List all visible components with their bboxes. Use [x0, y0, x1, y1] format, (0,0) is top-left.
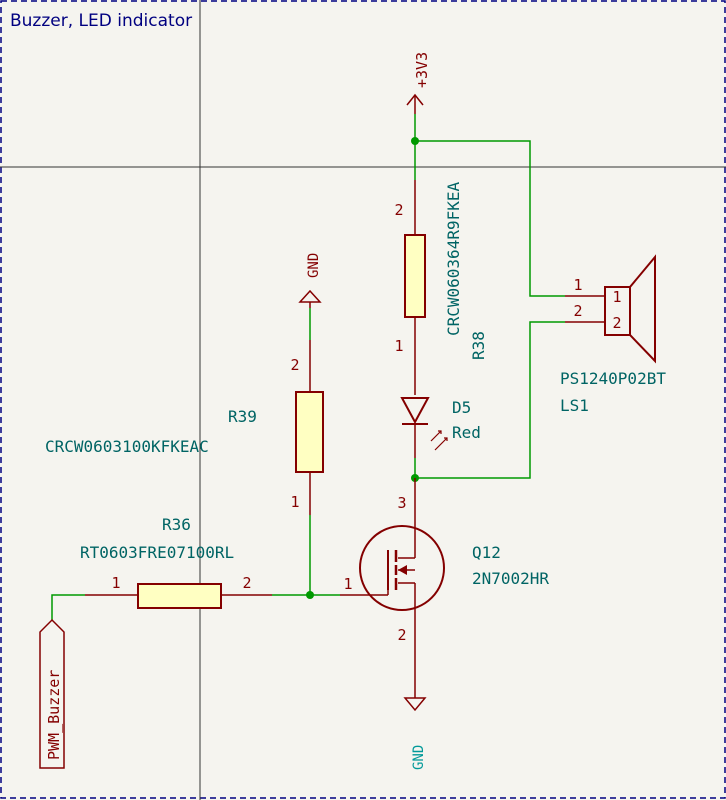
led-d5[interactable]: D5 Red	[400, 397, 481, 458]
power-symbol-gnd-q12[interactable]: GND	[403, 697, 427, 770]
junction-dot	[306, 591, 314, 599]
r39-pin-bottom: 1	[290, 493, 299, 511]
q12-ref: Q12	[472, 543, 501, 562]
wire-pwm-to-r36[interactable]	[51, 594, 85, 620]
ls1-pin1-inner: 1	[612, 288, 621, 306]
mosfet-q12[interactable]: 3 1 2 Q12 2N7002HR	[340, 478, 549, 698]
r38-pin-bottom: 1	[394, 337, 403, 355]
wire-drain-to-ls1[interactable]	[415, 321, 565, 479]
d5-ref: D5	[452, 398, 471, 417]
ls1-pin1: 1	[573, 276, 582, 294]
wire-vcc-to-ls1[interactable]	[415, 140, 565, 297]
power-label-3v3: +3V3	[413, 52, 431, 88]
ls1-pin2-inner: 2	[612, 314, 621, 332]
r38-ref: R38	[469, 331, 488, 360]
q12-pin-gate: 1	[343, 575, 352, 593]
r36-pin-left: 1	[111, 574, 120, 592]
r39-value: CRCW0603100KFKEAC	[45, 437, 209, 456]
junction-dot	[411, 137, 419, 145]
ls1-value: PS1240P02BT	[560, 369, 666, 388]
net-label-pwm-buzzer[interactable]: PWM_Buzzer	[39, 618, 65, 769]
pwm-buzzer-label: PWM_Buzzer	[45, 670, 63, 760]
r38-pin-top: 2	[394, 201, 403, 219]
sheet-title: Buzzer, LED indicator	[10, 11, 192, 31]
power-label-gnd-q12: GND	[411, 745, 427, 770]
power-symbol-3v3[interactable]: +3V3	[406, 52, 431, 114]
q12-value: 2N7002HR	[472, 569, 549, 588]
r36-value: RT0603FRE07100RL	[80, 543, 234, 562]
r36-ref: R36	[162, 515, 191, 534]
q12-pin-source: 2	[397, 626, 406, 644]
q12-pin-drain: 3	[397, 494, 406, 512]
d5-value: Red	[452, 423, 481, 442]
power-symbol-gnd-r39[interactable]: GND	[298, 253, 322, 308]
speaker-ls1[interactable]: 1 2 1 2 PS1240P02BT LS1	[560, 254, 666, 415]
resistor-r39[interactable]: 2 1 R39 CRCW0603100KFKEAC	[45, 340, 324, 515]
ls1-pin2: 2	[573, 302, 582, 320]
resistor-r38[interactable]: 2 1 CRCW060364R9FKEA R38	[394, 180, 488, 395]
r39-ref: R39	[228, 407, 257, 426]
power-label-gnd-r39: GND	[306, 253, 322, 278]
r36-pin-right: 2	[242, 574, 251, 592]
ls1-ref: LS1	[560, 396, 589, 415]
r39-pin-top: 2	[290, 356, 299, 374]
r38-value: CRCW060364R9FKEA	[444, 182, 463, 336]
resistor-r36[interactable]: 1 2 R36 RT0603FRE07100RL	[80, 515, 272, 609]
